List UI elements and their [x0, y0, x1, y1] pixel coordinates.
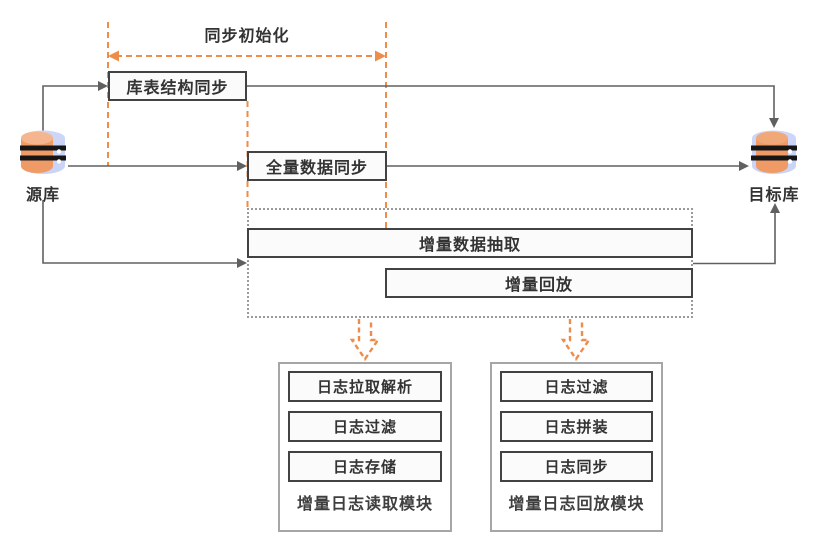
incremental-group-container: [247, 208, 693, 318]
arrowhead-left-icon: [108, 50, 119, 62]
arrowhead-icon: [739, 161, 749, 171]
solid-connectors: [42, 85, 776, 265]
arrowhead-right-icon: [375, 50, 386, 62]
full-data-sync-box: 全量数据同步: [247, 151, 387, 181]
database-icon: [751, 130, 797, 174]
phase-boundary-dashed-lines: [107, 22, 387, 228]
target-db-label: 目标库: [748, 185, 800, 204]
phase-label: 同步初始化: [204, 26, 290, 45]
arrowhead-icon: [237, 258, 247, 268]
module-item: 日志存储: [288, 451, 442, 482]
incremental-log-replay-module: 日志过滤 日志拼装 日志同步 增量日志回放模块: [490, 362, 663, 532]
dashed-block-arrow-down-icon: [349, 319, 592, 362]
module-title: 增量日志回放模块: [508, 494, 645, 513]
incremental-log-read-module: 日志拉取解析 日志过滤 日志存储 增量日志读取模块: [278, 362, 452, 532]
incremental-replay-box: 增量回放: [385, 268, 693, 298]
module-item: 日志过滤: [500, 371, 653, 402]
source-db-label: 源库: [25, 185, 60, 204]
database-icon: [20, 130, 66, 174]
arrowhead-icon: [770, 203, 780, 213]
arrowhead-icon: [98, 81, 108, 91]
arrowhead-icon: [769, 118, 779, 128]
module-title: 增量日志读取模块: [296, 494, 433, 513]
module-item: 日志同步: [500, 451, 653, 482]
phase-span-arrow: [108, 50, 386, 62]
solid-arrowheads: [98, 81, 780, 268]
arrowhead-icon: [237, 161, 247, 171]
incremental-extract-box: 增量数据抽取: [247, 228, 693, 258]
module-item: 日志拉取解析: [288, 371, 442, 402]
module-item: 日志过滤: [288, 411, 442, 442]
schema-sync-box: 库表结构同步: [108, 71, 247, 101]
module-item: 日志拼装: [500, 411, 653, 442]
